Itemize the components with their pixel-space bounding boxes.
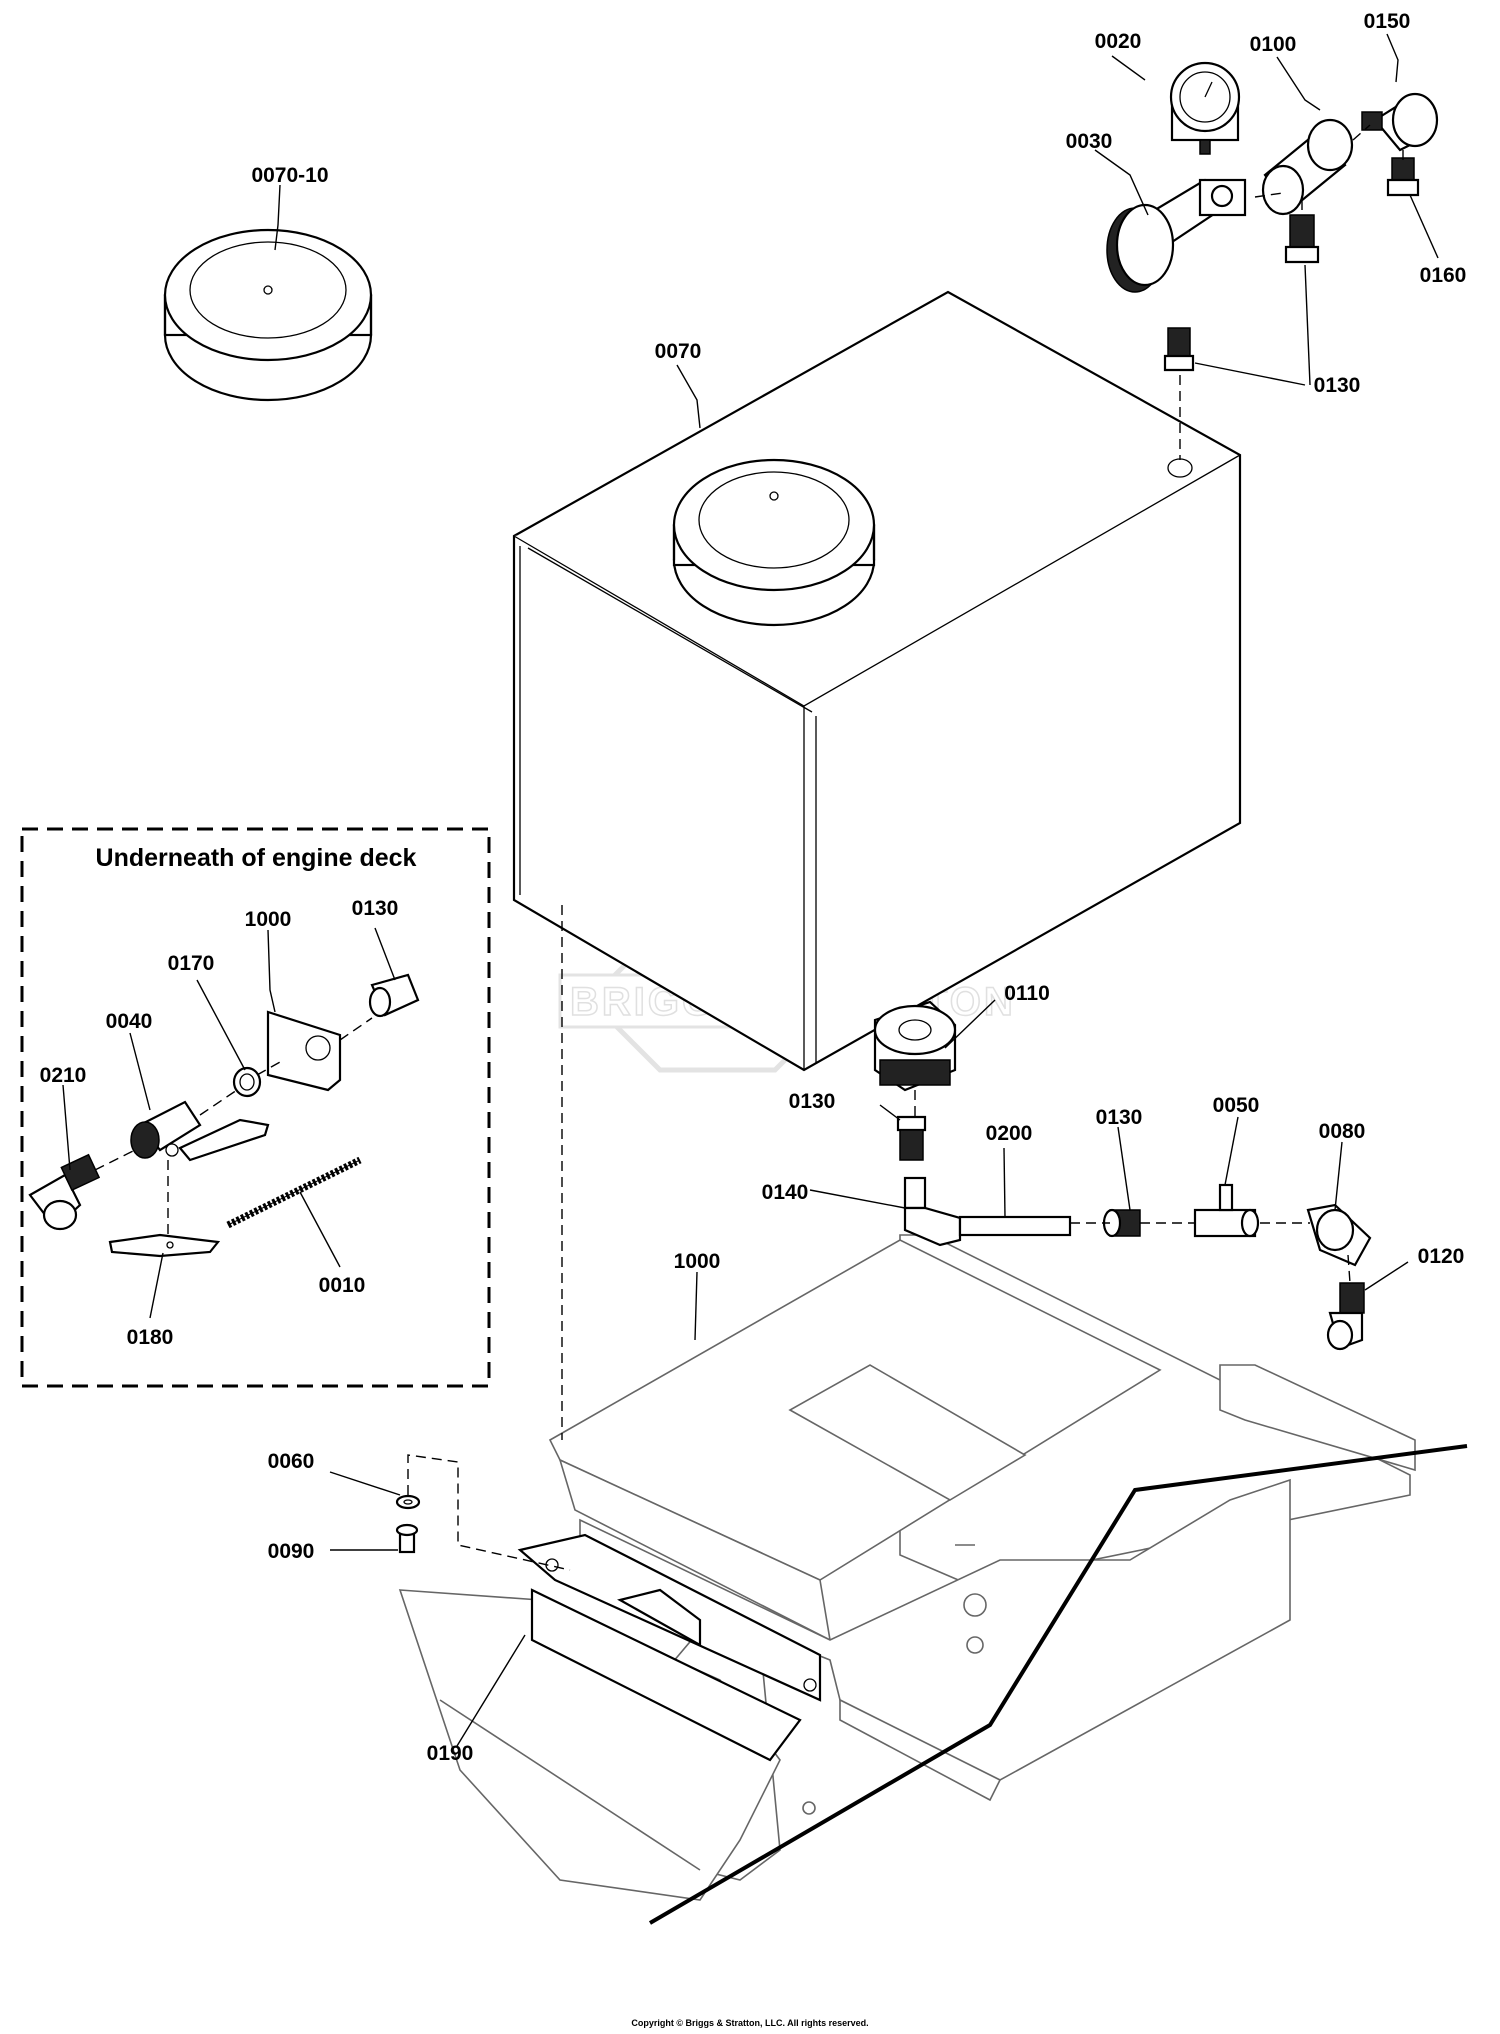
- inset-nipple-0130: [368, 973, 420, 1018]
- elbow-0080: [1306, 1203, 1372, 1267]
- callout-labels: 0020 0100 0150 0030 0160 0130 0070-10 00…: [40, 10, 1467, 1765]
- callout-0190: 0190: [427, 1742, 474, 1765]
- callout-0130-top: 0130: [1314, 374, 1361, 397]
- callout-0080: 0080: [1319, 1120, 1366, 1143]
- nipple-0130-upper: [1163, 327, 1195, 372]
- tank-cap-on-tank: [672, 458, 876, 627]
- inset-valve-0040: [130, 1100, 270, 1162]
- regulator-valve-0030: [1106, 178, 1247, 293]
- nipple-0130-line: [1102, 1208, 1141, 1238]
- callout-0090: 0090: [268, 1540, 315, 1563]
- copyright-notice: Copyright © Briggs & Stratton, LLC. All …: [631, 2018, 869, 2028]
- callout-0150: 0150: [1364, 10, 1411, 33]
- elbow-0120: [1326, 1282, 1365, 1351]
- elbow-0140: [903, 1176, 962, 1247]
- washer-0060: [395, 1494, 421, 1510]
- callout-1000-inset: 1000: [245, 908, 292, 931]
- inset-ring-0170: [232, 1066, 262, 1098]
- callout-0210: 0210: [40, 1064, 87, 1087]
- tank-cap-0070-10: [163, 228, 373, 402]
- assembly-lines: [407, 124, 1404, 1571]
- callout-0120: 0120: [1418, 1245, 1465, 1268]
- callout-0160: 0160: [1420, 264, 1467, 287]
- bolt-0090: [395, 1523, 419, 1554]
- inset-box: [20, 827, 491, 1388]
- nipple-0130-tank: [896, 1115, 927, 1161]
- callout-0010: 0010: [319, 1274, 366, 1297]
- callout-0130-line: 0130: [1096, 1106, 1143, 1129]
- callout-0100: 0100: [1250, 33, 1297, 56]
- callout-1000-deck: 1000: [674, 1250, 721, 1273]
- bracket-0190: [517, 1533, 822, 1762]
- callout-0070-10: 0070-10: [251, 164, 328, 187]
- callout-0130-tank: 0130: [789, 1090, 836, 1113]
- pressure-gauge-0020: [1169, 61, 1241, 155]
- callout-0180: 0180: [127, 1326, 174, 1349]
- elbow-0150: [1361, 92, 1439, 152]
- plug-0160: [1386, 157, 1420, 197]
- bulkhead-fitting-0110: [873, 1000, 957, 1092]
- callout-0040: 0040: [106, 1010, 153, 1033]
- tee-0100: [1261, 118, 1354, 216]
- inset-bracket-1000: [266, 1010, 342, 1092]
- inset-assembly-lines: [94, 1017, 373, 1235]
- callout-0020: 0020: [1095, 30, 1142, 53]
- callout-0070: 0070: [655, 340, 702, 363]
- callout-0170: 0170: [168, 952, 215, 975]
- callout-0140: 0140: [762, 1181, 809, 1204]
- callout-0060: 0060: [268, 1450, 315, 1473]
- nipple-0130-top: [1284, 214, 1320, 264]
- callout-0200: 0200: [986, 1122, 1033, 1145]
- leader-lines: [62, 33, 1439, 1747]
- inset-title: Underneath of engine deck: [96, 844, 417, 872]
- valve-0050: [1193, 1183, 1260, 1238]
- callout-0110: 0110: [1004, 982, 1050, 1005]
- callout-0030: 0030: [1066, 130, 1113, 153]
- water-tank-0070: [512, 290, 1242, 1072]
- callout-0050: 0050: [1213, 1094, 1260, 1117]
- callout-0130-inset: 0130: [352, 897, 399, 920]
- inset-elbow-0210: [28, 1153, 101, 1231]
- inset-spring-0010: [226, 1156, 362, 1229]
- inset-link-0180: [108, 1233, 221, 1258]
- tube-0200: [958, 1215, 1072, 1237]
- cut-line: [648, 1444, 1468, 1925]
